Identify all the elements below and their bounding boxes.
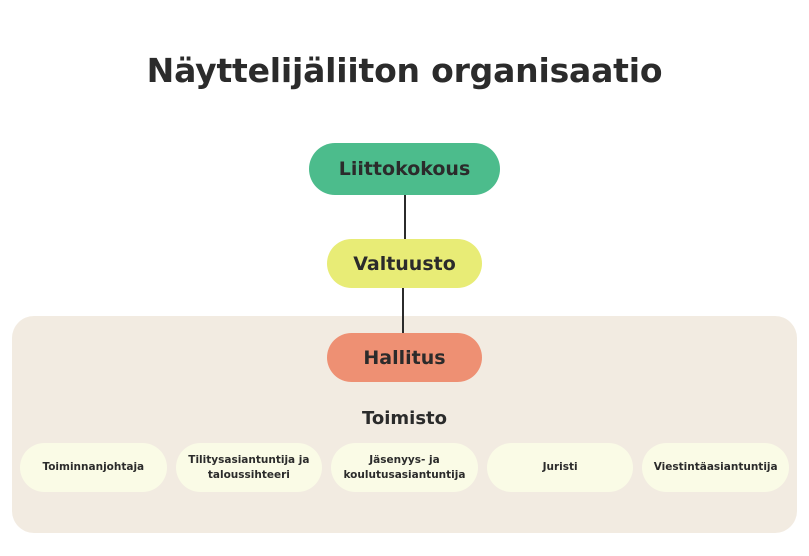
- staff-pill-juristi[interactable]: Juristi: [486, 443, 634, 492]
- connector-valtuusto-hallitus: [402, 287, 404, 334]
- node-valtuusto[interactable]: Valtuusto: [327, 239, 482, 288]
- office-group-heading: Toimisto: [361, 408, 448, 429]
- page-title: Näyttelijäliiton organisaatio: [146, 51, 663, 90]
- office-staff-row: Toiminnanjohtaja Tilitysasiantuntija ja …: [20, 443, 789, 492]
- staff-pill-jasenyys-koulutusasiantuntija[interactable]: Jäsenyys- ja koulutusasiantuntija: [331, 443, 478, 492]
- staff-pill-tilitysasiantuntija[interactable]: Tilitysasiantuntija ja taloussihteeri: [175, 443, 323, 492]
- node-hallitus[interactable]: Hallitus: [327, 333, 482, 382]
- connector-liittokokous-valtuusto: [404, 193, 406, 240]
- staff-pill-toiminnanjohtaja[interactable]: Toiminnanjohtaja: [20, 443, 167, 492]
- staff-pill-viestintaasiantuntija[interactable]: Viestintäasiantuntija: [642, 443, 789, 492]
- node-liittokokous[interactable]: Liittokokous: [309, 143, 500, 195]
